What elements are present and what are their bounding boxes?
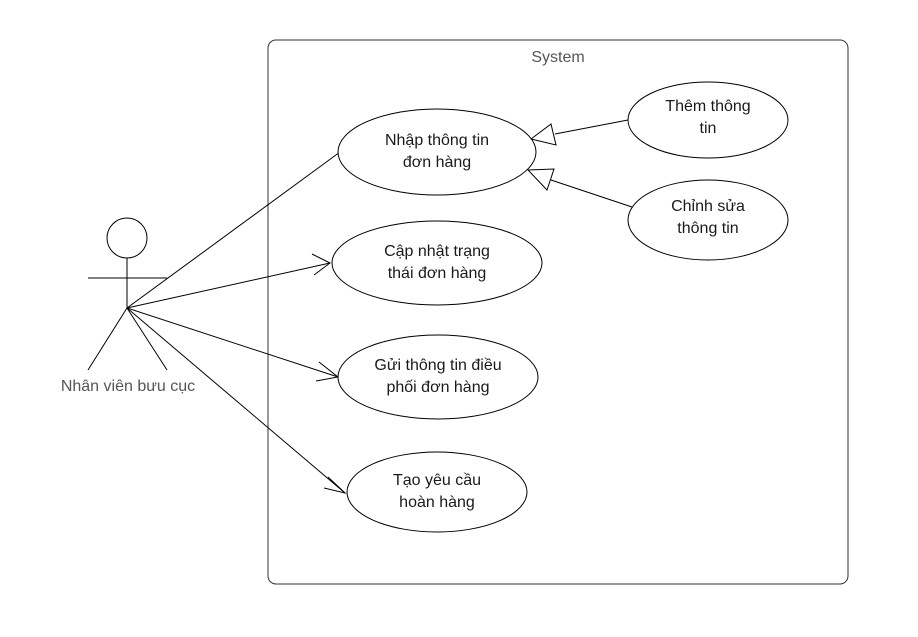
use-case-nhap-ellipse: [337, 108, 537, 196]
use-case-them-line-2: tin: [699, 120, 717, 137]
use-case-chinh-line-2: thông tin: [677, 220, 739, 237]
gen-chinh-line: [550, 179, 633, 208]
use-case-nhap-line-1: Nhập thông tin: [384, 132, 490, 149]
use-case-chinh-label: Chỉnh sửa thông tin: [671, 196, 745, 240]
use-case-nhap-label: Nhập thông tin đơn hàng: [385, 130, 489, 174]
gen-chinh-triangle: [526, 168, 555, 191]
use-case-them-line-1: Thêm thông: [665, 98, 751, 115]
actor-name: Nhân viên bưu cục: [60, 378, 196, 395]
use-case-nhap-line-2: đơn hàng: [402, 154, 472, 171]
use-case-capnhat-ellipse: [331, 220, 543, 306]
use-case-gui-label: Gửi thông tin điều phối đơn hàng: [374, 355, 501, 399]
actor-head: [106, 217, 148, 259]
use-case-capnhat-label: Cập nhật trạng thái đơn hàng: [384, 241, 490, 285]
use-case-them-label: Thêm thông tin: [665, 96, 750, 140]
use-case-gui-line-2: phối đơn hàng: [386, 379, 490, 396]
gen-them-triangle: [529, 123, 557, 146]
actor-left-leg: [87, 307, 128, 371]
system-title: System: [531, 49, 585, 66]
use-case-tao-label: Tạo yêu cầu hoàn hàng: [393, 470, 481, 514]
arrowhead-tao: [323, 476, 347, 494]
use-case-gui-line-1: Gửi thông tin điều: [374, 357, 502, 374]
assoc-tao: [126, 307, 346, 494]
use-case-chinh-line-1: Chỉnh sửa: [671, 198, 745, 215]
associations: [126, 151, 347, 494]
use-case-tao-line-2: hoàn hàng: [399, 494, 475, 511]
use-case-capnhat-line-1: Cập nhật trạng: [384, 243, 490, 260]
assoc-nhap: [126, 151, 341, 309]
use-case-them-ellipse: [627, 81, 789, 159]
use-case-tao-ellipse: [346, 451, 528, 533]
gen-them-line: [554, 119, 629, 135]
actor-figure: [87, 217, 168, 371]
assoc-capnhat: [126, 262, 331, 309]
use-case-capnhat-line-2: thái đơn hàng: [387, 265, 487, 282]
generalizations: [526, 119, 633, 208]
assoc-gui: [126, 307, 339, 378]
use-case-chinh-ellipse: [627, 179, 789, 261]
use-case-gui-ellipse: [337, 334, 539, 420]
arrowhead-capnhat: [311, 253, 331, 276]
use-case-tao-line-1: Tạo yêu cầu: [392, 472, 482, 489]
actor-right-leg: [126, 307, 168, 371]
use-case-ellipses: [331, 81, 789, 533]
